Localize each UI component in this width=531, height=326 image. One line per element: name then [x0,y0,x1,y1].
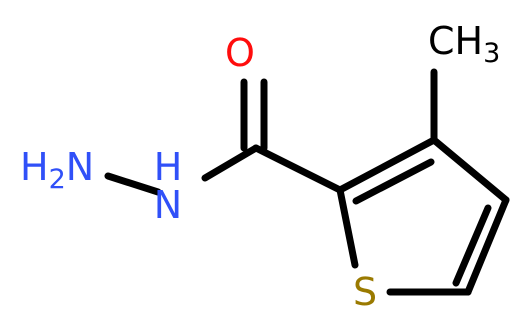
amine-subscript: 2 [49,164,66,195]
c4-c5-bond [464,196,510,296]
c4-c5-inner-bond [452,204,492,287]
amine-n: N [66,145,94,189]
amine-h: H [20,145,49,189]
c3-c4-bond [430,136,510,204]
c2-c3-inner-bond [352,158,435,205]
sulfur-label: S [353,270,377,314]
amine-label: H2N [20,145,94,195]
methyl-label: CH3 [428,19,500,69]
c-c2-bond [252,144,344,194]
methyl-subscript: 3 [483,38,500,69]
methyl-ch: CH [428,19,483,63]
s-c2-bond [336,186,359,269]
oxygen-label: O [225,31,255,75]
bonds [104,68,510,296]
n-n-bond [104,172,162,196]
c-n-bond [201,144,260,182]
imine-n-label: N [154,183,182,227]
c2-c3-bond [336,136,438,194]
imine-h-label: H [154,145,183,189]
